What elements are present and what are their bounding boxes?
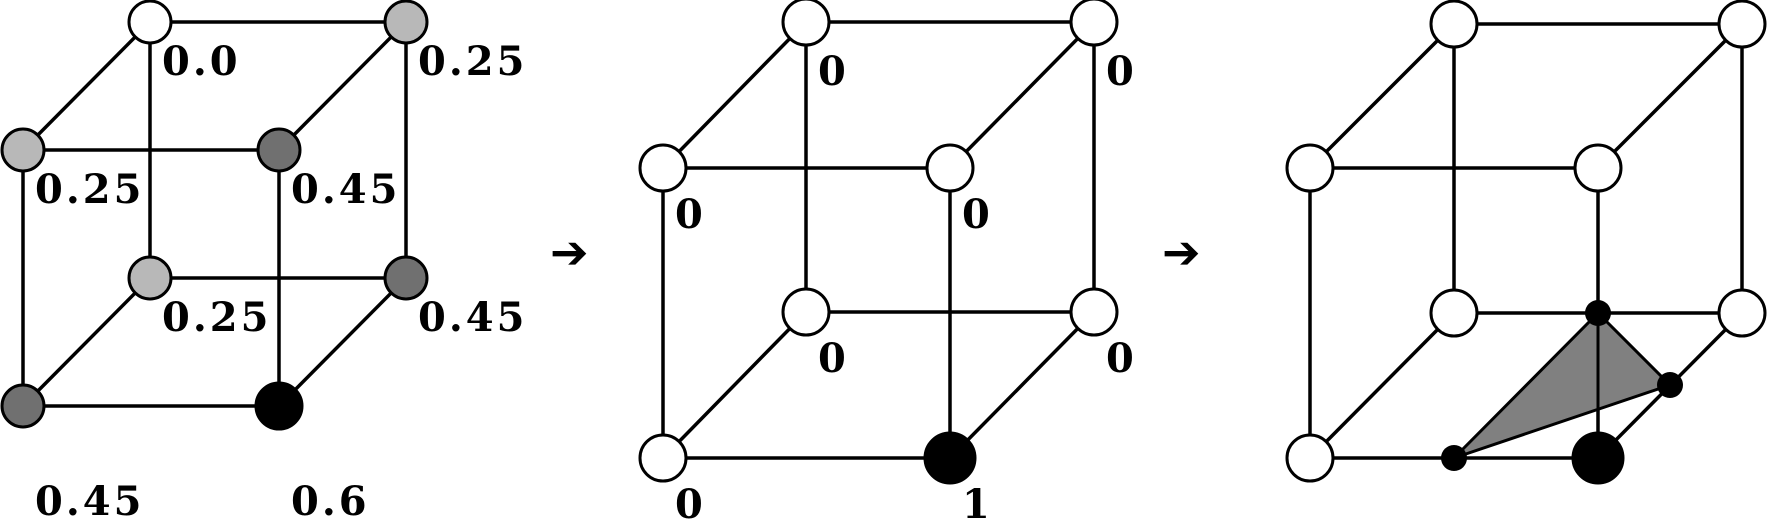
cube3-node-back-top-right	[1717, 0, 1767, 49]
cube2-label-front-bottom-left: 0	[675, 481, 706, 525]
cube2-node-back-bottom-left	[781, 287, 831, 337]
cube2-node-front-top-left	[638, 143, 688, 193]
cube2-label-back-bottom-right: 0	[1106, 335, 1137, 382]
cube1-label-back-top-right: 0.25	[418, 38, 527, 85]
cube2-node-front-bottom-left	[638, 433, 688, 483]
cube3-node-back-bottom-right	[1717, 288, 1767, 338]
cube-3-edges	[1308, 22, 1744, 460]
cube2-label-back-bottom-left: 0	[818, 335, 849, 382]
cube1-node-front-bottom-left	[0, 383, 46, 429]
cube2-label-front-top-left: 0	[675, 191, 706, 238]
isosurface-triangle	[1452, 310, 1673, 460]
arrow-right-icon: ➔	[1162, 225, 1201, 279]
intersection-point	[1441, 445, 1467, 471]
intersection-point	[1657, 372, 1683, 398]
cube-1-edges	[21, 20, 408, 408]
cube-3	[1285, 0, 1767, 485]
cube1-label-back-top-left: 0.0	[162, 38, 241, 85]
cube-1: 0.0 0.25 0.25 0.45 0.25 0.45 0.45 0.6	[0, 0, 527, 525]
cube3-node-front-bottom-left	[1285, 433, 1335, 483]
cube2-label-front-bottom-right: 1	[962, 481, 993, 525]
cube-2-edges	[661, 20, 1096, 460]
cube2-label-back-top-right: 0	[1106, 48, 1137, 95]
cube1-label-front-bottom-left: 0.45	[35, 478, 144, 525]
cube1-node-back-top-right	[383, 0, 429, 45]
cube3-node-front-top-right	[1573, 143, 1623, 193]
cube2-node-front-bottom-right	[923, 431, 977, 485]
cube2-label-back-top-left: 0	[818, 48, 849, 95]
cube3-node-back-top-left	[1429, 0, 1479, 49]
cube3-node-back-bottom-left	[1429, 288, 1479, 338]
cube1-label-front-bottom-right: 0.6	[291, 478, 370, 525]
cube2-label-front-top-right: 0	[962, 191, 993, 238]
cube1-label-front-top-left: 0.25	[35, 166, 144, 213]
cube1-node-front-top-right	[256, 127, 302, 173]
cube-2: 0 0 0 0 0 0 0 1	[638, 0, 1137, 525]
arrow-right-icon: ➔	[550, 225, 589, 279]
cube2-node-back-bottom-right	[1069, 287, 1119, 337]
cube3-node-front-top-left	[1285, 143, 1335, 193]
cube2-node-front-top-right	[925, 143, 975, 193]
cube1-node-back-bottom-left	[127, 255, 173, 301]
cube3-node-front-bottom-right	[1571, 431, 1625, 485]
intersection-point	[1585, 300, 1611, 326]
cube1-node-front-bottom-right	[254, 381, 304, 431]
cube1-label-back-bottom-left: 0.25	[162, 294, 271, 341]
cube2-node-back-top-right	[1069, 0, 1119, 47]
cube1-node-back-top-left	[127, 0, 173, 45]
cube1-label-back-bottom-right: 0.45	[418, 294, 527, 341]
cube1-label-front-top-right: 0.45	[291, 166, 400, 213]
cube2-node-back-top-left	[781, 0, 831, 47]
cube1-node-back-bottom-right	[383, 255, 429, 301]
cube1-node-front-top-left	[0, 127, 46, 173]
